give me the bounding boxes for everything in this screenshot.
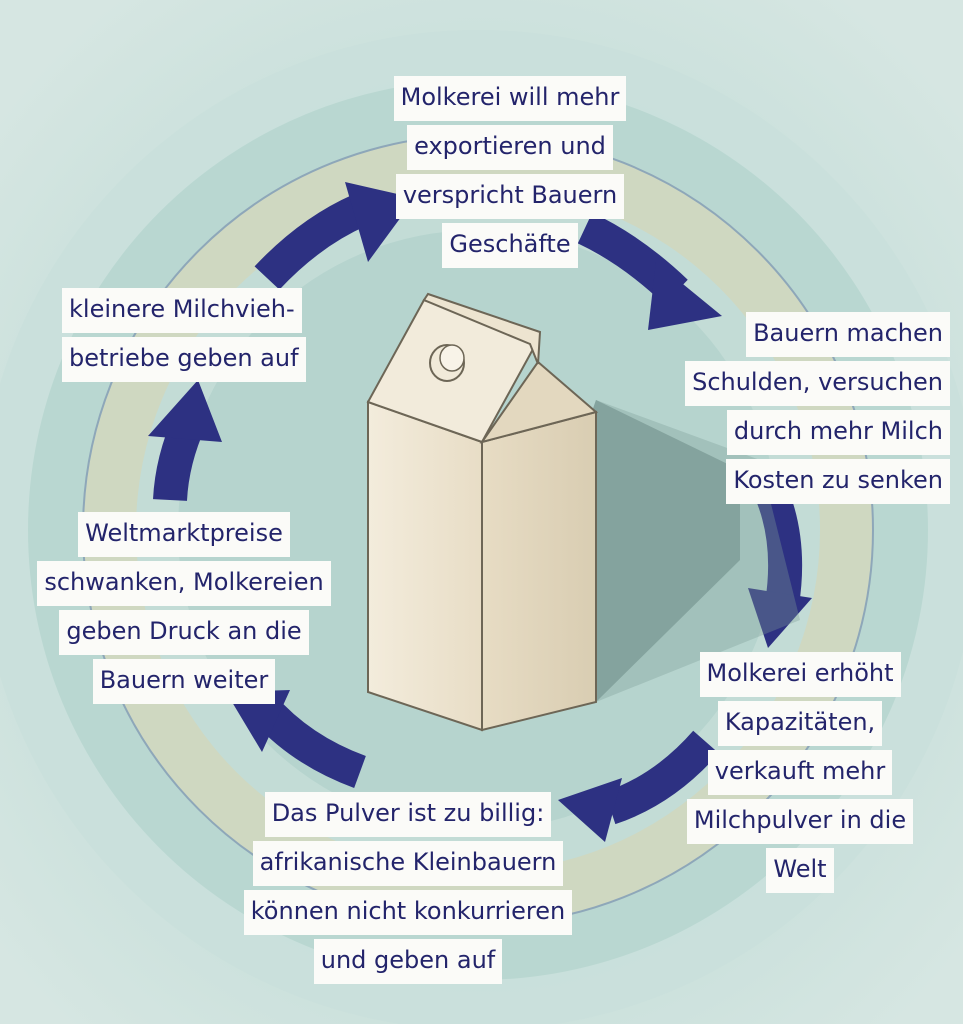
cycle-arrow-icon [648, 262, 722, 330]
step-line: schwanken, Molkereien [37, 561, 331, 606]
step-line: können nicht konkurrieren [243, 890, 573, 935]
step-line: Molkerei will mehr [393, 76, 627, 121]
carton-cap-top [439, 344, 465, 372]
step-line: betriebe geben auf [62, 337, 306, 382]
step-left-upper: kleinere Milchvieh- betriebe geben auf [62, 288, 342, 386]
cycle-arrow-icon [604, 730, 719, 825]
step-line: Kosten zu senken [726, 459, 950, 504]
step-line: Weltmarktpreise [78, 512, 290, 557]
step-line: Molkerei erhöht [699, 652, 901, 697]
carton-front [367, 400, 483, 732]
step-bottom: Das Pulver ist zu billig: afrikanische K… [228, 792, 588, 988]
step-line: geben Druck an die [59, 610, 309, 655]
step-right-upper: Bauern machen Schulden, versuchen durch … [656, 312, 950, 508]
step-line: Schulden, versuchen [685, 361, 950, 406]
carton-fin [422, 292, 542, 365]
step-line: Geschäfte [442, 223, 578, 268]
step-line: exportieren und [407, 125, 613, 170]
milk-carton-icon [366, 292, 800, 732]
step-line: durch mehr Milch [726, 410, 950, 455]
step-top: Molkerei will mehr exportieren und versp… [360, 76, 660, 272]
step-right-lower: Molkerei erhöht Kapazitäten, verkauft me… [650, 652, 950, 897]
step-line: und geben auf [313, 939, 503, 984]
step-line: Bauern machen [746, 312, 950, 357]
carton-roof-side [479, 360, 599, 444]
step-left-lower: Weltmarktpreise schwanken, Molkereien ge… [14, 512, 354, 708]
step-line: Kapazitäten, [717, 701, 883, 746]
cycle-arrow-icon [254, 194, 368, 290]
step-line: verkauft mehr [707, 750, 893, 795]
step-line: afrikanische Kleinbauern [252, 841, 564, 886]
carton-side [481, 410, 597, 732]
cycle-arrow-icon [226, 690, 290, 752]
cycle-arrow-heads [148, 182, 812, 842]
cycle-arrow-icon [748, 588, 812, 648]
step-line: Welt [766, 848, 834, 893]
cycle-arrow-icon [558, 778, 622, 842]
step-line: kleinere Milchvieh- [62, 288, 302, 333]
step-line: Das Pulver ist zu billig: [264, 792, 552, 837]
step-line: Bauern weiter [92, 659, 276, 704]
cycle-arrow-icon [148, 380, 222, 442]
step-line: verspricht Bauern [395, 174, 625, 219]
step-line: Milchpulver in die [686, 799, 914, 844]
